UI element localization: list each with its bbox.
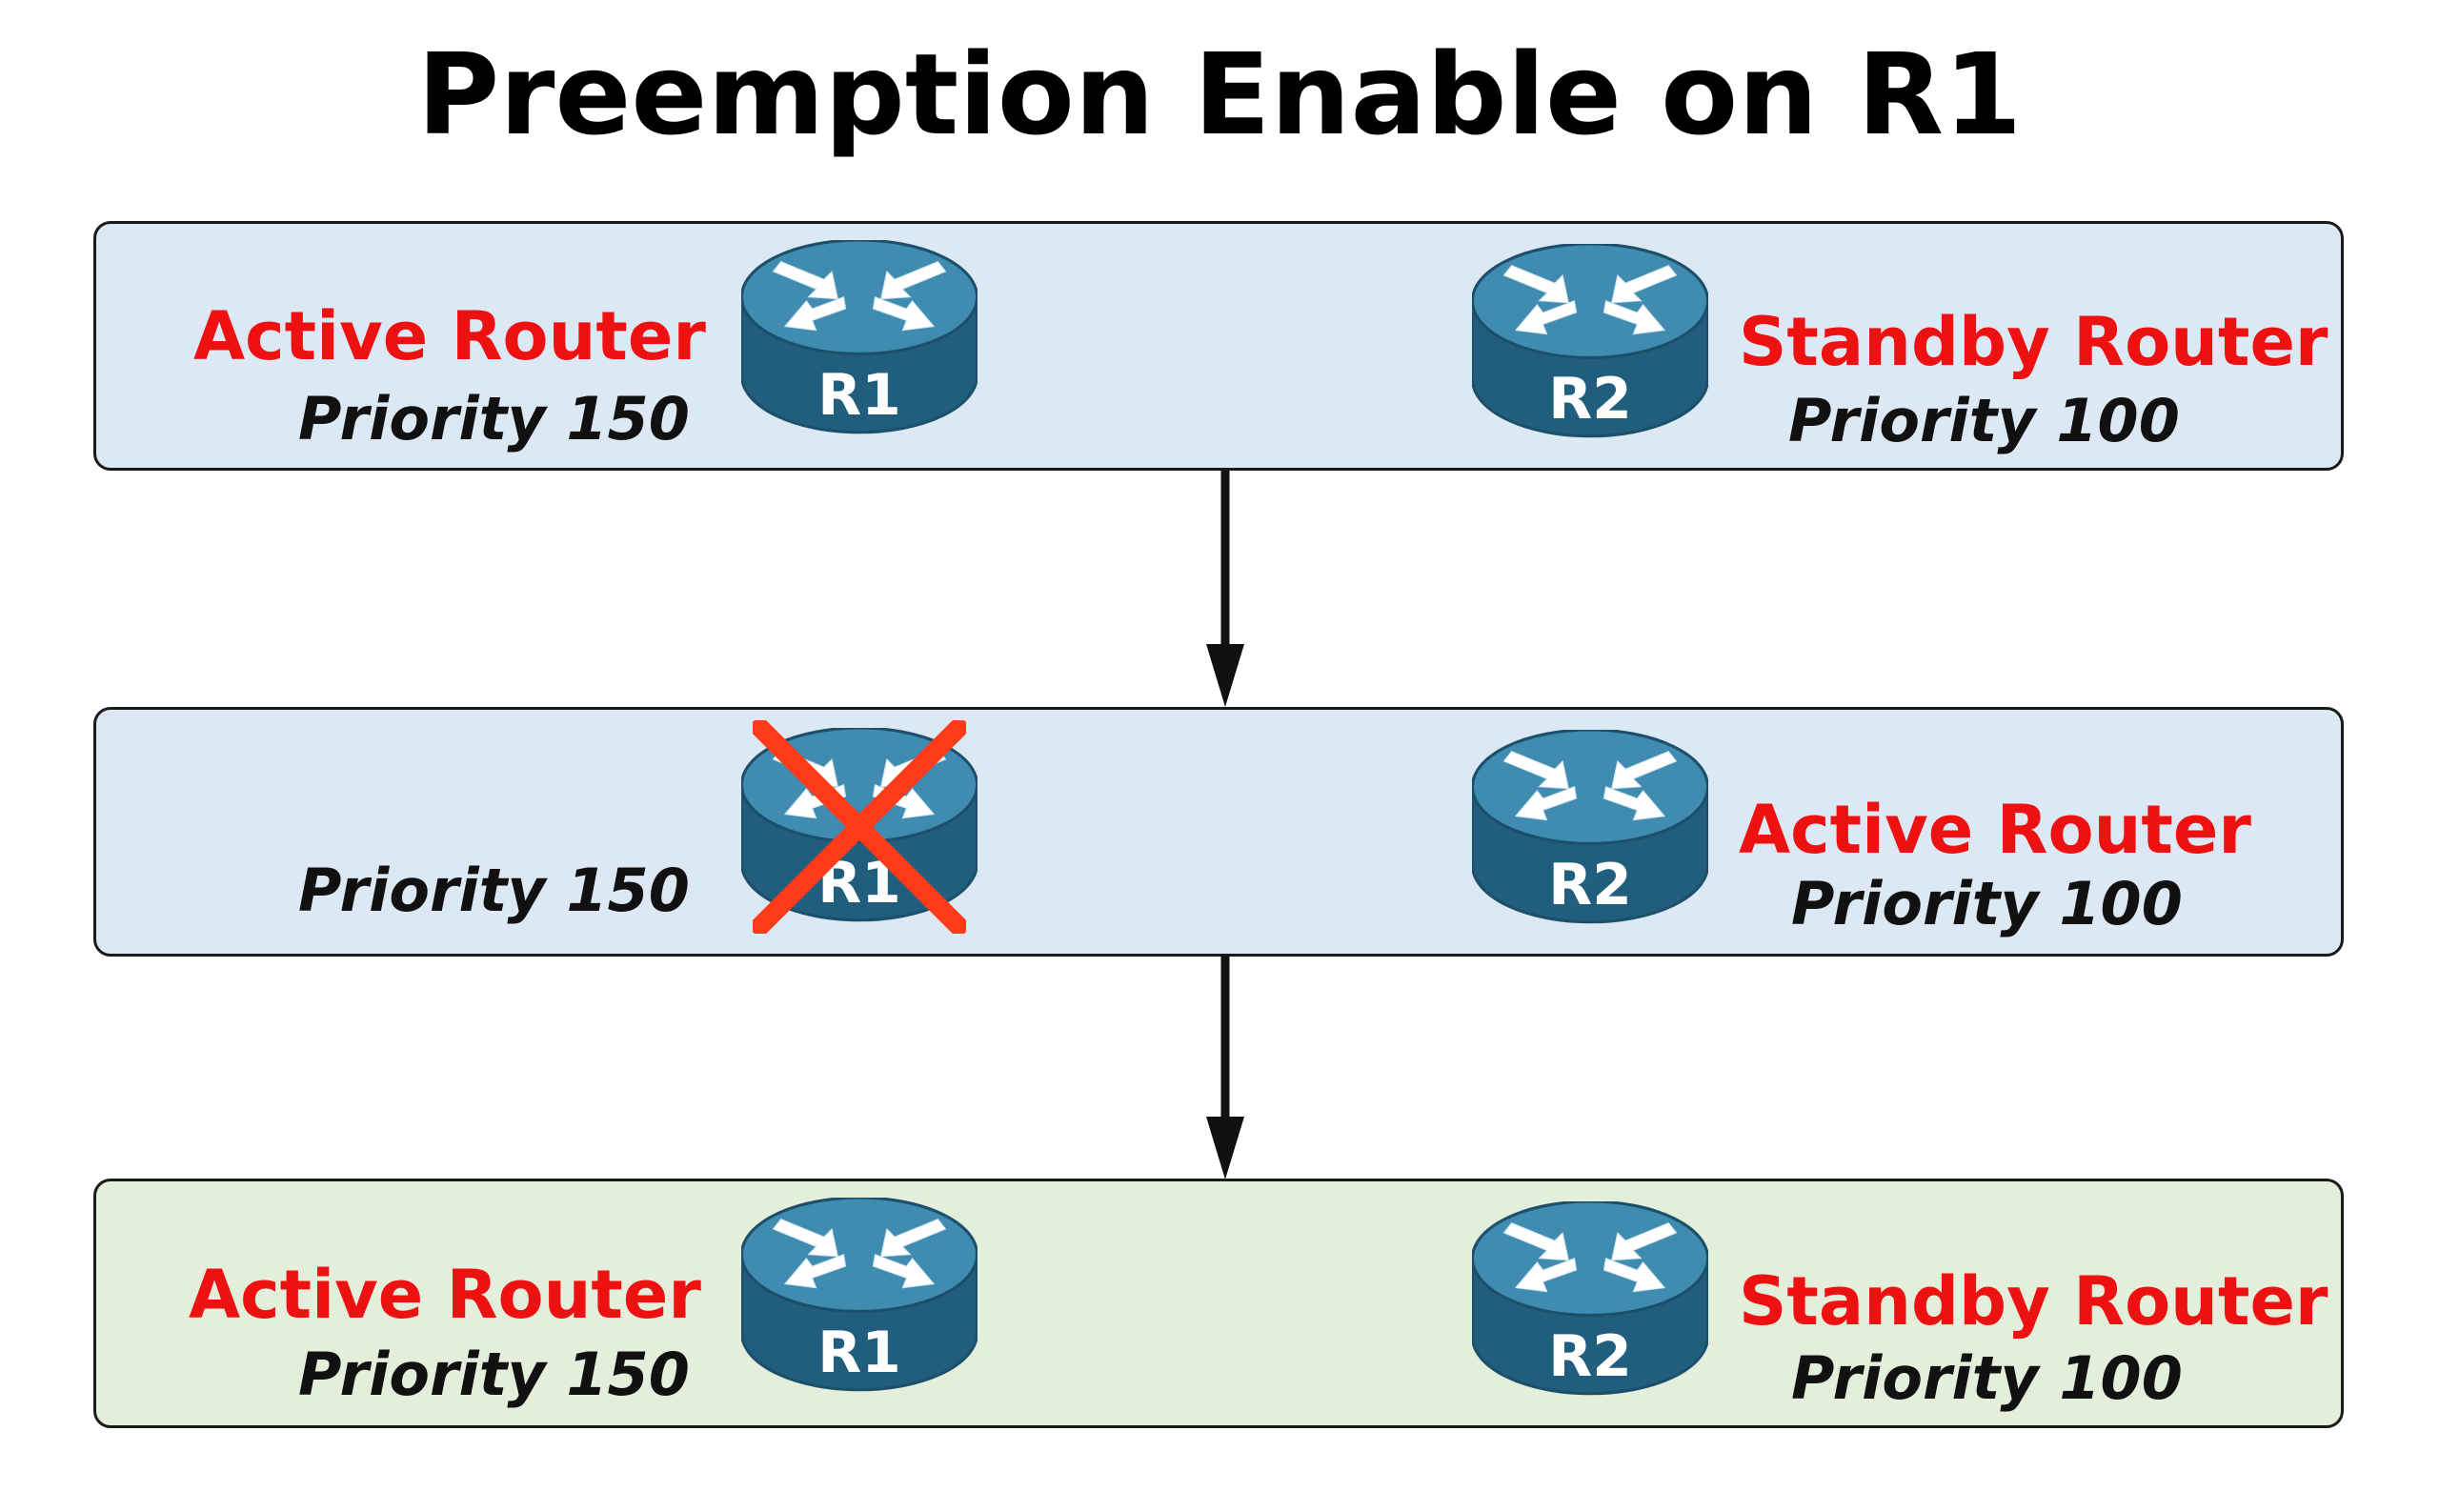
router-icon: R2	[1472, 1201, 1708, 1401]
router-icon: R1	[741, 240, 978, 440]
router-label: R2	[1548, 1324, 1632, 1390]
stage-3-panel	[93, 1179, 2344, 1428]
stage-3-r1-role: Active Router	[189, 1256, 701, 1334]
router-label: R1	[817, 1320, 901, 1386]
router-label: R2	[1548, 367, 1632, 433]
stage-1-panel	[93, 221, 2344, 471]
down-arrow-icon	[1206, 471, 1244, 707]
router-label: R2	[1548, 853, 1632, 918]
stage-3-r1-priority: Priority 150	[298, 1340, 690, 1409]
router-icon: R2	[1472, 730, 1708, 930]
stage-2-r2-role: Active Router	[1739, 791, 2251, 869]
router-label: R1	[817, 363, 901, 429]
stage-2-r2-priority: Priority 100	[1791, 869, 2183, 938]
stage-2-r1-priority: Priority 150	[298, 856, 690, 925]
stage-1-r1-role: Active Router	[193, 297, 706, 375]
stage-1-r2-role: Standby Router	[1739, 303, 2328, 381]
stage-1-r1-priority: Priority 150	[298, 384, 690, 454]
stage-3-r2-priority: Priority 100	[1791, 1343, 2183, 1413]
router-icon: R2	[1472, 244, 1708, 444]
stage-3-r2-role: Standby Router	[1739, 1262, 2328, 1341]
down-arrow-icon	[1206, 957, 1244, 1179]
router-icon: R1	[741, 1198, 978, 1398]
diagram-title: Preemption Enable on R1	[416, 29, 2023, 160]
stage-2-panel	[93, 707, 2344, 957]
failure-x-icon	[753, 720, 966, 934]
stage-1-r2-priority: Priority 100	[1788, 386, 2180, 455]
